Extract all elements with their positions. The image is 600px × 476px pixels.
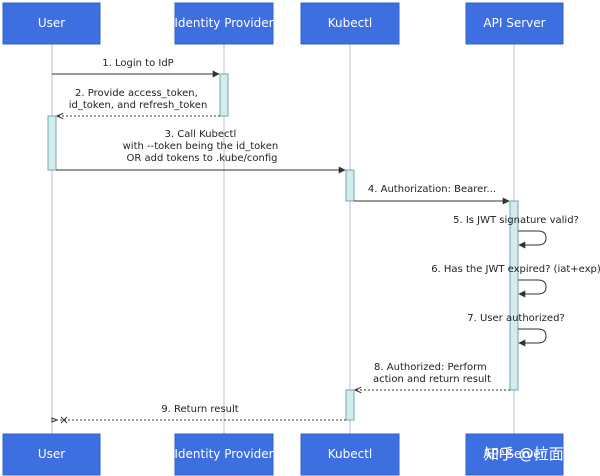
message-2-label: 2. Provide access_token, id_token, and r… [69, 88, 208, 111]
actor-user-bottom: User [2, 433, 101, 476]
svg-text:Kubectl: Kubectl [328, 16, 373, 30]
message-3-call-kubectl: 3. Call Kubectl with --token being the i… [56, 129, 346, 174]
svg-text:API Server: API Server [483, 447, 545, 461]
message-8-authorized-result: 8. Authorized: Perform action and return… [355, 362, 510, 390]
message-6-expiry-check: 6. Has the JWT expired? (iat+exp) [431, 264, 600, 298]
message-7-label: 7. User authorized? [467, 313, 564, 324]
message-6-label: 6. Has the JWT expired? (iat+exp) [431, 264, 600, 275]
message-5-label: 5. Is JWT signature valid? [453, 215, 579, 226]
actor-user-top: User [2, 2, 101, 45]
actor-kubectl-top: Kubectl [300, 2, 400, 45]
actor-identity-provider-top: Identity Provider [174, 2, 274, 45]
message-5-signature-check: 5. Is JWT signature valid? [453, 215, 579, 249]
activation-kubectl-2 [345, 389, 355, 421]
activation-kubectl-1 [345, 169, 355, 202]
message-3-label: 3. Call Kubectl with --token being the i… [123, 129, 282, 164]
return-arrowhead-icon [51, 417, 59, 423]
message-4-authorization: 4. Authorization: Bearer... [354, 184, 510, 205]
actor-api-server-bottom: API Server [465, 433, 564, 476]
message-9-label: 9. Return result [161, 404, 238, 415]
activation-user [47, 115, 57, 171]
actor-identity-provider-bottom: Identity Provider [174, 433, 274, 476]
svg-text:Kubectl: Kubectl [328, 447, 373, 461]
activation-api-server [509, 200, 519, 391]
return-cross-icon [60, 416, 68, 424]
message-8-label: 8. Authorized: Perform action and return… [373, 362, 491, 385]
message-7-user-authorized: 7. User authorized? [467, 313, 565, 347]
svg-text:User: User [38, 16, 65, 30]
message-1-login: 1. Login to IdP [52, 58, 220, 78]
svg-text:API Server: API Server [483, 16, 545, 30]
message-2-provide-tokens: 2. Provide access_token, id_token, and r… [57, 88, 220, 116]
message-1-label: 1. Login to IdP [102, 58, 173, 69]
activation-idp [219, 73, 229, 117]
watermark: 知乎 @拉面 [484, 445, 564, 463]
svg-text:Identity Provider: Identity Provider [174, 16, 273, 30]
message-4-label: 4. Authorization: Bearer... [368, 184, 496, 195]
svg-text:Identity Provider: Identity Provider [174, 447, 273, 461]
svg-text:User: User [38, 447, 65, 461]
actor-kubectl-bottom: Kubectl [300, 433, 400, 476]
message-9-return-result: 9. Return result [51, 404, 346, 424]
actor-api-server-top: API Server [465, 2, 564, 45]
